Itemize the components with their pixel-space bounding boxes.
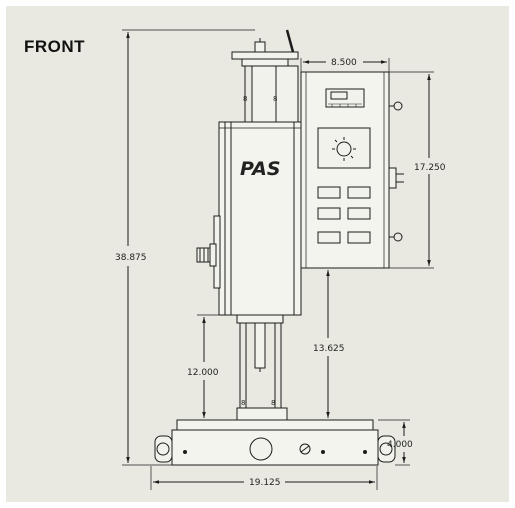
dim-base-height xyxy=(378,419,410,466)
top-handle: 8 8 xyxy=(231,29,299,123)
dim-panel-width xyxy=(300,58,390,72)
label-stroke-height: 12.000 xyxy=(187,368,219,378)
dim-panel-height xyxy=(389,71,434,269)
label-overall-height: 38.875 xyxy=(115,253,147,263)
control-panel xyxy=(300,71,404,269)
label-panel-width: 8.500 xyxy=(331,58,357,68)
svg-text:8: 8 xyxy=(243,95,247,103)
ram-assembly: 8 8 xyxy=(236,314,288,421)
label-base-width: 19.125 xyxy=(249,478,281,488)
cylinder-housing xyxy=(196,121,302,316)
logo-text: PAS xyxy=(240,158,281,180)
dim-stroke-height xyxy=(197,314,219,418)
svg-text:8: 8 xyxy=(241,399,245,407)
svg-text:8: 8 xyxy=(273,95,277,103)
dim-overall-height xyxy=(122,29,255,466)
svg-text:8: 8 xyxy=(271,399,275,407)
label-panel-height: 17.250 xyxy=(414,163,446,173)
dim-base-width xyxy=(150,466,378,490)
machine-base xyxy=(154,419,396,466)
label-table-height: 13.625 xyxy=(313,344,345,354)
label-base-height: 4.000 xyxy=(387,440,413,450)
view-label: FRONT xyxy=(24,37,86,56)
